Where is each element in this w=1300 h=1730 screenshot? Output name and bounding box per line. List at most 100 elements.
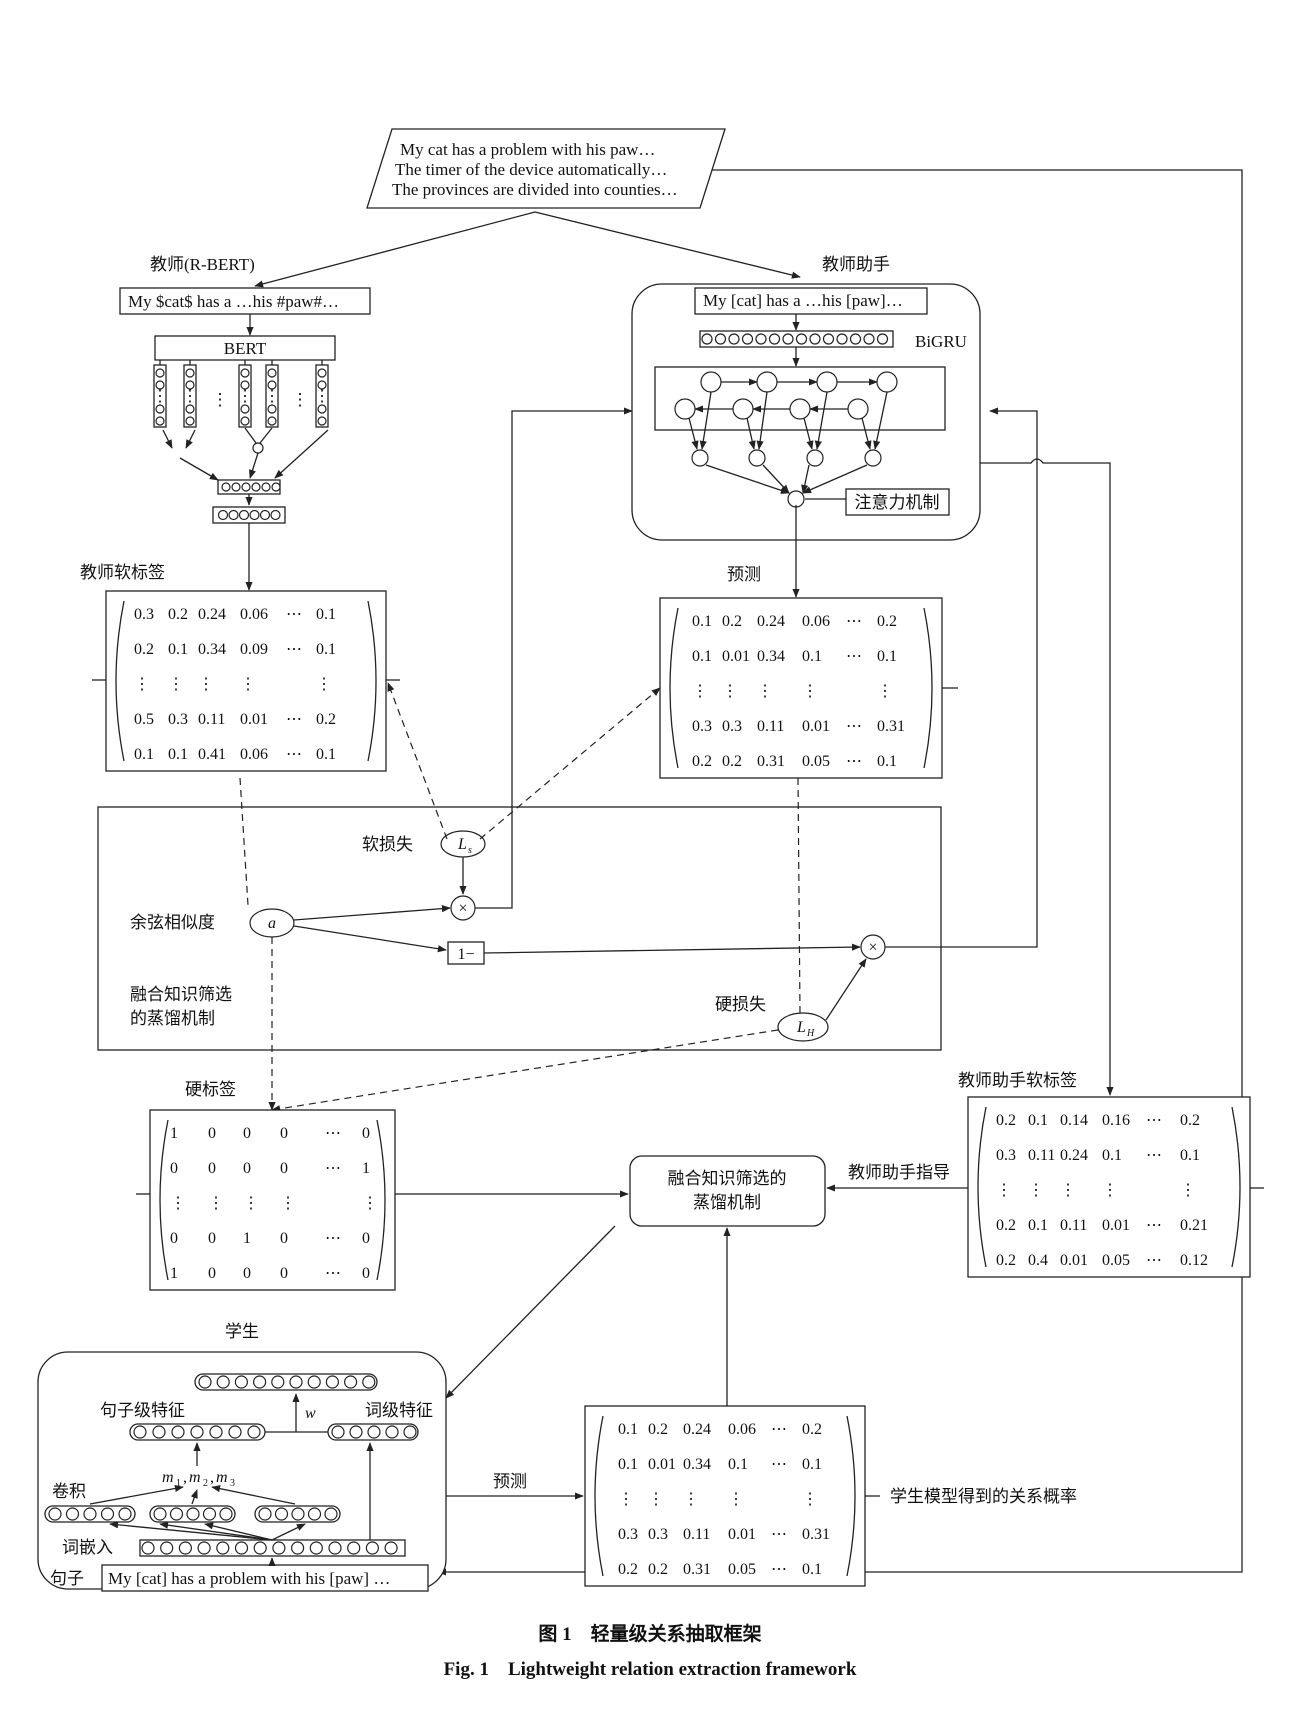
- hard-loss-label: 硬损失: [715, 995, 766, 1014]
- input-sentence-2: The timer of the device automatically…: [395, 160, 667, 179]
- assistant-soft-matrix-cell: 0.2: [996, 1112, 1016, 1129]
- bert-column-dots: ⋮: [314, 388, 330, 405]
- assistant-matrix-cell: 0.1: [802, 648, 822, 665]
- bigru-embed-cell: [782, 333, 794, 345]
- teacher-matrix-right-paren: [367, 600, 377, 762]
- cosine-label: 余弦相似度: [130, 913, 215, 932]
- assistant-to-soft-label-arrow: [980, 458, 1114, 1096]
- assistant-matrix-cell: 0.11: [757, 718, 784, 735]
- hard-matrix-cell: 1: [362, 1160, 370, 1177]
- student-output-cells: [198, 1375, 376, 1389]
- bigru-output-node: [691, 449, 709, 467]
- assistant-soft-matrix-right-paren: [1231, 1106, 1241, 1268]
- assistant-matrix-cell: ⋮: [877, 683, 893, 700]
- teacher-matrix-cell: ⋮: [168, 676, 184, 693]
- sentence-feature-label: 句子级特征: [100, 1401, 185, 1420]
- attention-box: [845, 488, 950, 516]
- concat-cell: [271, 482, 281, 492]
- word-feature-cell: [403, 1425, 417, 1439]
- assistant-matrix-cell: 0.2: [692, 753, 712, 770]
- assistant-input-box: [694, 287, 928, 315]
- assistant-matrix-cell: 0.05: [802, 753, 830, 770]
- teacher-input-box: [119, 287, 371, 315]
- teacher-matrix-left-paren: [115, 600, 125, 762]
- assistant-matrix-cell: ⋮: [802, 683, 818, 700]
- bigru-out-to-attention: [762, 464, 790, 494]
- hard-matrix-cell: 0: [208, 1230, 216, 1247]
- assistant-soft-matrix-cell: 0.16: [1102, 1112, 1130, 1129]
- assistant-soft-matrix-cell: 0.21: [1180, 1217, 1208, 1234]
- hard-matrix-left-paren: [159, 1119, 169, 1281]
- assistant-matrix-right-paren: [923, 607, 933, 769]
- student-matrix-cell: 0.1: [802, 1561, 822, 1578]
- caption-en: Fig. 1 Lightweight relation extraction f…: [444, 1659, 857, 1680]
- assistant-soft-matrix-cell: 0.1: [1028, 1112, 1048, 1129]
- hard-weight-to-assistant-arrow: [885, 407, 1038, 948]
- fc-cell: [217, 509, 229, 521]
- bert-col-arrow-2: [185, 429, 196, 449]
- bigru-embed-cell: [849, 333, 862, 345]
- concat-cell: [221, 482, 231, 492]
- assistant-matrix-cell: ⋯: [846, 648, 862, 665]
- assistant-matrix-cell: 0.1: [877, 648, 897, 665]
- bigru-out-to-attention: [802, 464, 868, 494]
- hard-matrix-cell: ⋯: [325, 1230, 341, 1247]
- concat-cell: [241, 482, 251, 492]
- bigru-backward-node: [674, 398, 696, 420]
- bert-token-node: [317, 368, 327, 378]
- teacher-matrix-cell: ⋮: [134, 676, 150, 693]
- bert-token-node: [317, 404, 327, 414]
- hard-matrix-cell: ⋯: [325, 1125, 341, 1142]
- hard-loss-node: [777, 1012, 829, 1042]
- student-matrix-cell: ⋯: [771, 1526, 787, 1543]
- assistant-soft-matrix-cell: 0.1: [1180, 1147, 1200, 1164]
- bigru-output-node: [748, 449, 766, 467]
- hard-matrix-cell: 0: [243, 1125, 251, 1142]
- assistant-soft-label-box: [967, 1096, 1251, 1278]
- teacher-title: 教师(R-BERT): [150, 255, 255, 274]
- bigru-output-node: [806, 449, 824, 467]
- student-prob-label: 学生模型得到的关系概率: [890, 1487, 1077, 1506]
- assistant-matrix-cell: 0.01: [722, 648, 750, 665]
- embed-cell: [141, 1541, 155, 1555]
- bert-column-dots: ⋮: [152, 388, 168, 405]
- assistant-matrix-cell: ⋯: [846, 718, 862, 735]
- conv-cell: [307, 1507, 322, 1521]
- fusion-title-line2: 的蒸馏机制: [130, 1009, 215, 1028]
- assistant-soft-matrix-left-paren: [977, 1106, 987, 1268]
- hard-matrix-cell: 0: [243, 1160, 251, 1177]
- soft-loss-label: 软损失: [362, 835, 413, 854]
- student-matrix-cell: ⋯: [771, 1421, 787, 1438]
- embed-cell: [384, 1541, 398, 1555]
- assistant-soft-matrix-cell: 0.01: [1060, 1252, 1088, 1269]
- teacher-matrix-cell: 0.1: [316, 641, 336, 658]
- student-output-cell: [325, 1375, 339, 1389]
- input-sentence-1: My cat has a problem with his paw…: [400, 140, 655, 159]
- bigru-bot-to-out: [803, 417, 814, 450]
- hard-label-title: 硬标签: [185, 1080, 236, 1099]
- assistant-matrix-cell: 0.34: [757, 648, 785, 665]
- bert-token-node: [185, 368, 195, 378]
- hard-matrix-cell: ⋮: [170, 1195, 186, 1212]
- student-output-cell: [234, 1375, 248, 1389]
- m-label-1: m: [162, 1469, 174, 1486]
- embed-cell: [197, 1541, 211, 1555]
- student-input: My [cat] has a problem with his [paw] …: [108, 1569, 390, 1588]
- student-output-cell: [216, 1375, 230, 1389]
- bigru-top-to-out: [699, 391, 712, 450]
- mechanism-box: [97, 806, 942, 1051]
- teacher-matrix-cell: ⋯: [286, 606, 302, 623]
- bert-token-node: [240, 368, 250, 378]
- bert-to-concat-2: [249, 452, 259, 479]
- teacher-matrix-cell: 0.1: [316, 606, 336, 623]
- input-to-assistant-arrow: [534, 211, 801, 279]
- concat-cell: [261, 482, 271, 492]
- hard-matrix-cell: 0: [362, 1230, 370, 1247]
- embed-cell: [365, 1541, 379, 1555]
- embed-cell: [234, 1541, 249, 1555]
- teacher-input: My $cat$ has a …his #paw#…: [128, 292, 339, 311]
- student-matrix-cell: 0.1: [618, 1456, 638, 1473]
